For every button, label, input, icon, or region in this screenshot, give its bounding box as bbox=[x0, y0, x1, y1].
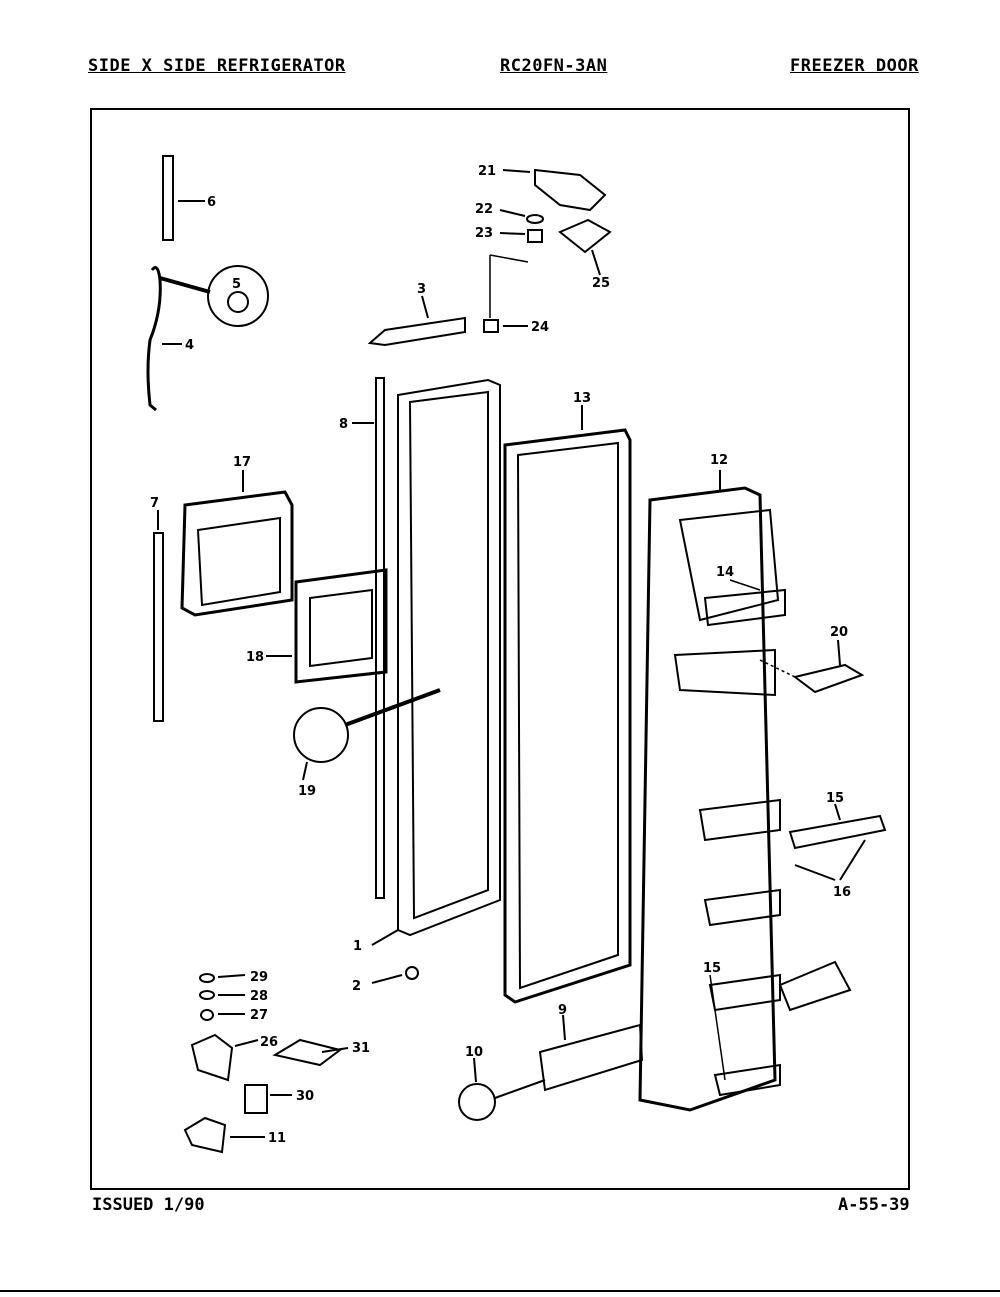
callout-11: 11 bbox=[268, 1131, 286, 1146]
part-11-hinge-cover bbox=[183, 1116, 265, 1154]
part-5-detail-circle bbox=[159, 265, 269, 327]
part-22-washer bbox=[499, 209, 544, 224]
part-3-door-stop bbox=[367, 295, 466, 347]
part-31-hinge-plate bbox=[272, 1038, 349, 1067]
callout-7: 7 bbox=[150, 496, 159, 511]
bottom-rule bbox=[0, 1290, 1000, 1292]
part-19-detail-circle bbox=[293, 688, 441, 781]
callout-18: 18 bbox=[246, 650, 264, 665]
callout-15-lower: 15 bbox=[703, 961, 721, 976]
part-2-bottom-bushing bbox=[371, 966, 419, 984]
callout-28: 28 bbox=[250, 989, 268, 1004]
callout-3: 3 bbox=[417, 282, 426, 297]
part-10-detail-circle bbox=[458, 1057, 546, 1121]
callout-23: 23 bbox=[475, 226, 493, 241]
callout-21: 21 bbox=[478, 164, 496, 179]
callout-14: 14 bbox=[716, 565, 734, 580]
footer-issue-date: ISSUED 1/90 bbox=[92, 1195, 205, 1215]
callout-10: 10 bbox=[465, 1045, 483, 1060]
callout-15-upper: 15 bbox=[826, 791, 844, 806]
part-30-shim bbox=[244, 1084, 292, 1114]
callout-22: 22 bbox=[475, 202, 493, 217]
diagram-frame bbox=[90, 108, 910, 1190]
callout-1: 1 bbox=[353, 939, 362, 954]
callout-31: 31 bbox=[352, 1041, 370, 1056]
callout-27: 27 bbox=[250, 1008, 268, 1023]
part-26-lower-hinge bbox=[190, 1033, 259, 1082]
part-17-dispenser-frame bbox=[180, 470, 294, 617]
callout-29: 29 bbox=[250, 970, 268, 985]
part-7-trim-strip bbox=[153, 510, 164, 722]
part-6-trim-strip bbox=[162, 155, 205, 241]
callout-26: 26 bbox=[260, 1035, 278, 1050]
part-14-shelf bbox=[703, 579, 786, 627]
part-20-ice-tray bbox=[759, 639, 865, 694]
part-27-bushing bbox=[200, 1009, 245, 1021]
part-29-washer bbox=[199, 973, 246, 983]
part-13-door-gasket bbox=[503, 405, 632, 1004]
callout-20: 20 bbox=[830, 625, 848, 640]
callout-8: 8 bbox=[339, 417, 348, 432]
callout-12: 12 bbox=[710, 453, 728, 468]
part-28-spacer bbox=[199, 990, 245, 1000]
part-4-door-handle bbox=[146, 266, 182, 412]
callout-6: 6 bbox=[207, 195, 216, 210]
part-18-dispenser-panel bbox=[266, 568, 388, 684]
callout-9: 9 bbox=[558, 1003, 567, 1018]
callout-17: 17 bbox=[233, 455, 251, 470]
part-15-door-shelf-lower bbox=[709, 960, 852, 1081]
callout-4: 4 bbox=[185, 338, 194, 353]
part-16-shelf-clip bbox=[794, 839, 866, 881]
part-25-hinge-plate bbox=[558, 218, 612, 276]
callout-5: 5 bbox=[232, 277, 241, 292]
part-21-top-hinge bbox=[502, 168, 607, 212]
part-1-outer-door-panel bbox=[371, 378, 501, 946]
callout-13: 13 bbox=[573, 391, 591, 406]
callout-19: 19 bbox=[298, 784, 316, 799]
header-section: FREEZER DOOR bbox=[790, 56, 919, 76]
callout-16: 16 bbox=[833, 885, 851, 900]
callout-30: 30 bbox=[296, 1089, 314, 1104]
part-15-door-shelf-upper bbox=[788, 803, 887, 850]
part-9-bottom-trim bbox=[538, 1014, 644, 1092]
part-12-door-liner bbox=[638, 470, 781, 1112]
part-23-bushing bbox=[489, 229, 543, 318]
footer-page-code: A-55-39 bbox=[838, 1195, 910, 1215]
callout-25: 25 bbox=[592, 276, 610, 291]
part-8-door-seal-strip bbox=[352, 377, 385, 899]
callout-2: 2 bbox=[352, 979, 361, 994]
callout-24: 24 bbox=[531, 320, 549, 335]
header-model-number: RC20FN-3AN bbox=[500, 56, 608, 76]
header-title: SIDE X SIDE REFRIGERATOR bbox=[88, 56, 346, 76]
part-24-cap bbox=[483, 319, 528, 333]
